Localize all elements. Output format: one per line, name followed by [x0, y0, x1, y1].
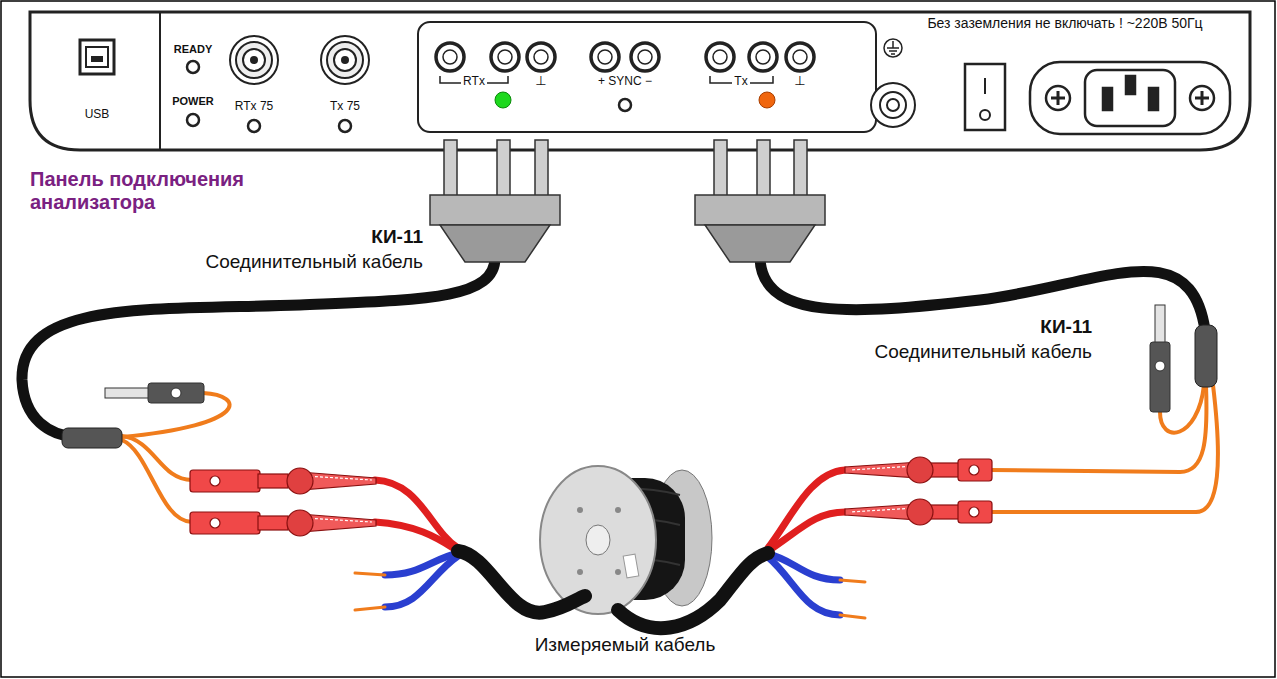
connection-cable: [760, 258, 1205, 330]
jacks: [436, 43, 814, 111]
divider: [159, 13, 161, 149]
plug: [695, 140, 825, 262]
cable-code: КИ-11: [1040, 316, 1092, 338]
power-switch: [965, 64, 1005, 130]
orange-led: [759, 92, 775, 108]
port-label: Tx 75: [330, 100, 360, 114]
cable-name: Соединительный кабель: [205, 251, 423, 273]
power-socket: [1030, 62, 1230, 134]
alligator-clip: [190, 468, 376, 536]
ready-led: [187, 61, 199, 73]
banana-plug: [1150, 305, 1170, 412]
signal-name: Tx: [732, 75, 749, 89]
cable-code: КИ-11: [371, 226, 423, 248]
ground-pin: ⊥: [535, 74, 546, 89]
led-label: READY: [174, 43, 213, 56]
bnc-connector: [230, 36, 278, 132]
ground-symbol: [884, 39, 902, 57]
led-label: POWER: [172, 95, 214, 108]
cable-sleeve: [1195, 325, 1217, 387]
analyzer-panel: [30, 12, 1250, 150]
connection-cable: [22, 258, 495, 437]
power-led: [187, 114, 199, 126]
jack-block: [418, 22, 876, 132]
port-label: RTx 75: [235, 100, 273, 114]
bnc-connector: [321, 36, 369, 132]
cable-name: Измеряемый кабель: [535, 634, 716, 656]
banana-plug: [105, 383, 204, 403]
panel-title: Панель подключения анализатора: [30, 168, 280, 214]
signal-name: + SYNC −: [598, 75, 652, 89]
cable-sleeve: [62, 428, 122, 448]
alligator-clip: [845, 457, 992, 525]
usb-port: [80, 40, 114, 74]
ground-terminal: [871, 83, 915, 127]
cable-name: Соединительный кабель: [874, 341, 1092, 363]
ground-pin: ⊥: [794, 74, 805, 89]
signal-name: RTx: [461, 75, 487, 89]
warning-note: Без заземления не включать ! ~220В 50Гц: [927, 15, 1202, 31]
plug: [430, 140, 560, 262]
green-led: [495, 92, 511, 108]
measured-cable: [458, 551, 768, 628]
cable-spool: [540, 466, 712, 614]
port-label: USB: [85, 108, 110, 122]
